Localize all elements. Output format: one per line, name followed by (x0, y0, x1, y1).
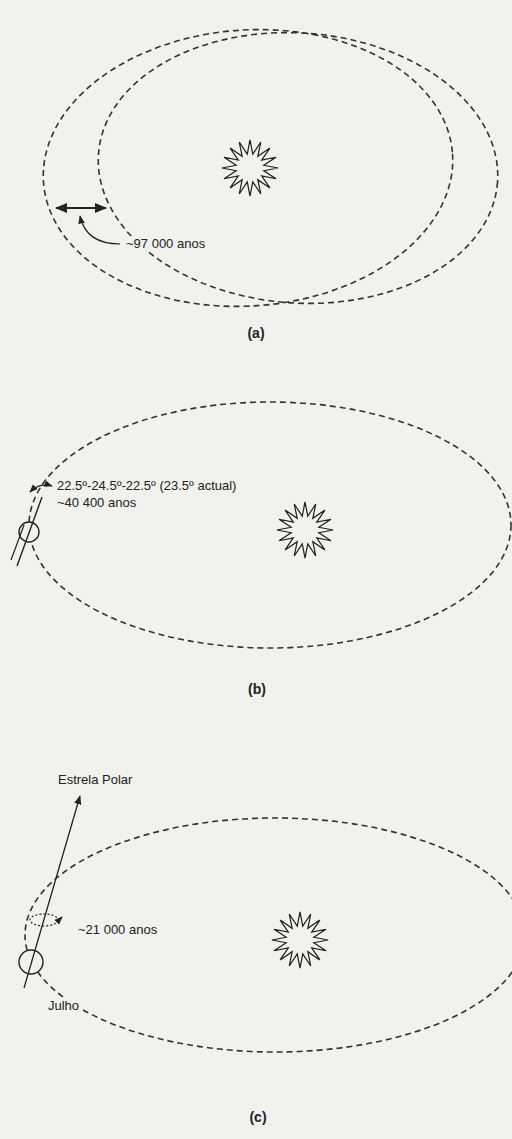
annotation-label: Estrela Polar (56, 772, 134, 787)
annotation-label: ~40 400 anos (55, 495, 138, 510)
shift-arrow (56, 207, 106, 209)
orbit-ellipse (25, 818, 512, 1052)
axis-line (11, 525, 24, 560)
sun-symbol (272, 912, 328, 968)
precession-circle (30, 914, 58, 926)
orbit-ellipse (89, 19, 507, 316)
sun-symbol (222, 140, 278, 196)
axis-line (24, 796, 80, 988)
precession-arrow (58, 917, 62, 921)
orbit-ellipse (29, 402, 511, 648)
annotation-label: ~97 000 anos (124, 236, 207, 251)
sun-symbol (277, 502, 333, 558)
panel-caption: (a) (245, 326, 266, 341)
panel-caption: (b) (246, 682, 268, 697)
panel-caption: (c) (247, 1110, 268, 1125)
orbit-ellipse (34, 16, 462, 320)
leader-arrow (80, 216, 120, 244)
annotation-label: ~21 000 anos (76, 922, 159, 937)
annotation-label: Julho (46, 998, 81, 1013)
annotation-label: 22.5º-24.5º-22.5º (23.5º actual) (55, 478, 238, 493)
axis-line (17, 497, 42, 566)
tilt-arrow (30, 485, 52, 492)
